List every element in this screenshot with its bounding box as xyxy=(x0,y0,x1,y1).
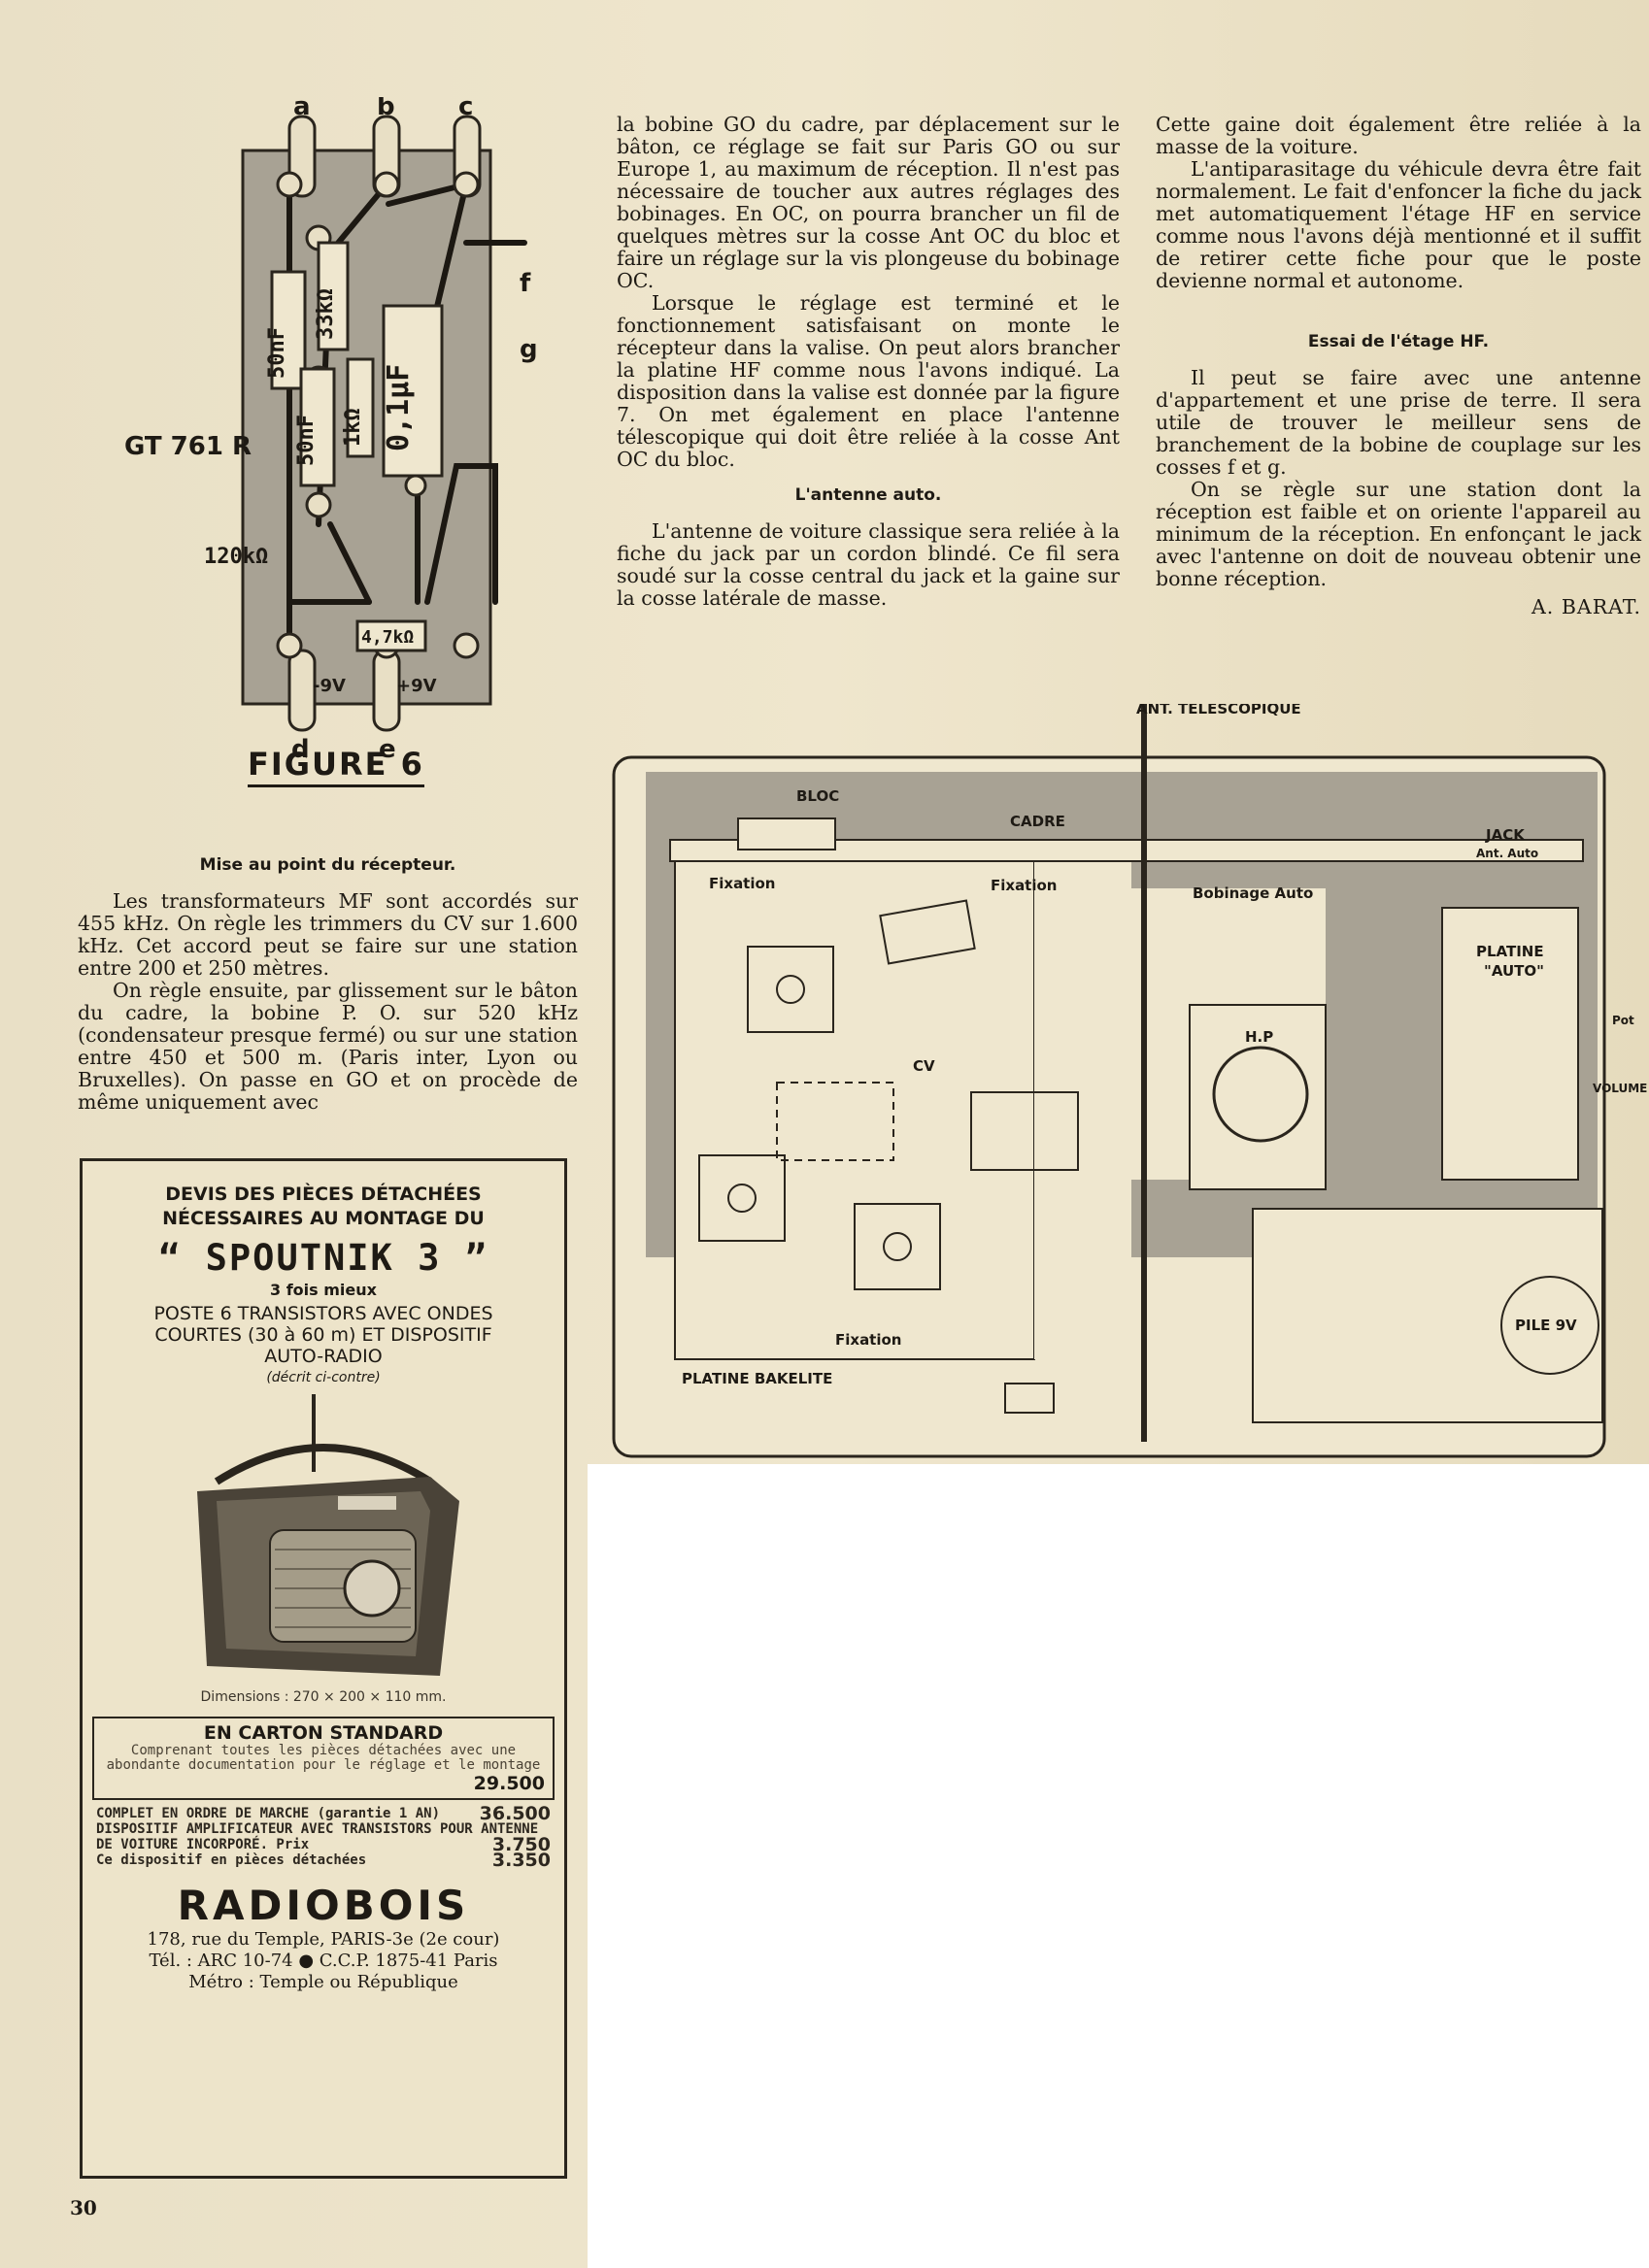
svg-text:e: e xyxy=(379,735,396,764)
price-row: COMPLET EN ORDRE DE MARCHE (garantie 1 A… xyxy=(96,1806,551,1821)
ad-price-box-standard: EN CARTON STANDARD Comprenant toutes les… xyxy=(92,1717,555,1800)
ad-description: POSTE 6 TRANSISTORS AVEC ONDES COURTES (… xyxy=(153,1303,493,1385)
svg-text:Fixation: Fixation xyxy=(991,877,1057,894)
section-heading-mise-au-point: Mise au point du récepteur. xyxy=(199,855,456,875)
svg-text:50nF: 50nF xyxy=(265,327,289,379)
ad-brand: RADIOBOIS xyxy=(177,1882,470,1929)
svg-text:CV: CV xyxy=(913,1057,935,1075)
column-1: Mise au point du récepteur. Les transfor… xyxy=(78,841,578,1114)
svg-text:50nF: 50nF xyxy=(294,415,319,466)
figure-6-circuit: 50nF 33kΩ 50nF 1kΩ 0,1μF 120kΩ 4,7kΩ a b… xyxy=(204,97,538,764)
blank-paper-overlay xyxy=(588,1464,1649,2268)
radio-illustration xyxy=(197,1394,459,1676)
svg-text:"AUTO": "AUTO" xyxy=(1484,962,1544,980)
ad-price-list: COMPLET EN ORDRE DE MARCHE (garantie 1 A… xyxy=(83,1800,564,1868)
figure-6-caption: FIGURE 6 xyxy=(248,746,424,787)
svg-text:120kΩ: 120kΩ xyxy=(204,545,268,569)
svg-text:ANT. TELESCOPIQUE: ANT. TELESCOPIQUE xyxy=(1136,704,1301,717)
paragraph: Il peut se faire avec une antenne d'appa… xyxy=(1156,366,1641,479)
paragraph: L'antiparasitage du véhicule devra être … xyxy=(1156,157,1641,292)
ad-header: DEVIS DES PIÈCES DÉTACHÉES NÉCESSAIRES A… xyxy=(162,1184,485,1229)
paragraph: Lorsque le réglage est terminé et le fon… xyxy=(617,291,1120,471)
svg-text:a: a xyxy=(293,97,311,121)
svg-text:JACK: JACK xyxy=(1485,826,1526,844)
svg-text:VOLUME: VOLUME xyxy=(1593,1082,1647,1095)
svg-text:BLOC: BLOC xyxy=(796,787,839,805)
svg-text:+9V: +9V xyxy=(396,676,437,696)
author-signature: A. BARAT. xyxy=(1531,595,1641,618)
svg-text:PLATINE BAKELITE: PLATINE BAKELITE xyxy=(682,1370,832,1387)
svg-text:PLATINE: PLATINE xyxy=(1476,943,1544,960)
svg-text:f: f xyxy=(520,269,531,298)
paragraph: Les transformateurs MF sont accordés sur… xyxy=(78,889,578,980)
price-row: DISPOSITIF AMPLIFICATEUR AVEC TRANSISTOR… xyxy=(96,1821,551,1852)
ad-dimensions: Dimensions : 270 × 200 × 110 mm. xyxy=(200,1689,447,1705)
svg-text:d: d xyxy=(291,735,310,764)
section-heading-antenne-auto: L'antenne auto. xyxy=(794,485,942,505)
transistor-label: GT 761 R xyxy=(124,432,252,461)
svg-text:1kΩ: 1kΩ xyxy=(341,408,365,447)
svg-text:H.P: H.P xyxy=(1245,1028,1273,1046)
column-3: Cette gaine doit également être reliée à… xyxy=(1156,114,1641,618)
svg-text:Fixation: Fixation xyxy=(835,1331,901,1349)
price-standard: 29.500 xyxy=(473,1773,545,1794)
svg-text:4,7kΩ: 4,7kΩ xyxy=(361,627,414,648)
paragraph: L'antenne de voiture classique sera reli… xyxy=(617,519,1120,610)
paragraph: On règle ensuite, par glissement sur le … xyxy=(78,979,578,1114)
column-2: la bobine GO du cadre, par déplacement s… xyxy=(617,114,1120,610)
svg-text:g: g xyxy=(520,335,538,364)
page-number: 30 xyxy=(70,2196,97,2219)
figure-7-case-layout: ANT. TELESCOPIQUE BLOC CADRE JACK Ant. A… xyxy=(612,704,1647,1458)
advertisement-box: DEVIS DES PIÈCES DÉTACHÉES NÉCESSAIRES A… xyxy=(80,1158,567,2179)
svg-text:33kΩ: 33kΩ xyxy=(314,288,338,340)
paragraph: On se règle sur une station dont la réce… xyxy=(1156,478,1641,590)
svg-text:Bobinage Auto: Bobinage Auto xyxy=(1193,884,1313,902)
svg-text:CADRE: CADRE xyxy=(1010,813,1065,830)
svg-text:Fixation: Fixation xyxy=(709,875,775,892)
svg-text:PILE 9V: PILE 9V xyxy=(1515,1317,1577,1334)
ad-address: 178, rue du Temple, PARIS-3e (2e cour) T… xyxy=(147,1929,500,1992)
svg-text:b: b xyxy=(377,97,395,121)
svg-text:Pot: Pot xyxy=(1612,1014,1634,1027)
section-heading-essai-hf: Essai de l'étage HF. xyxy=(1307,332,1490,351)
ad-tagline: 3 fois mieux xyxy=(270,1281,377,1299)
svg-text:-9V: -9V xyxy=(313,676,346,696)
paragraph: la bobine GO du cadre, par déplacement s… xyxy=(617,113,1120,292)
svg-text:c: c xyxy=(458,97,473,121)
svg-text:0,1μF: 0,1μF xyxy=(382,364,416,451)
svg-text:Ant. Auto: Ant. Auto xyxy=(1476,847,1538,860)
ad-product-name: “ SPOUTNIK 3 ” xyxy=(158,1237,488,1279)
paragraph: Cette gaine doit également être reliée à… xyxy=(1156,113,1641,158)
